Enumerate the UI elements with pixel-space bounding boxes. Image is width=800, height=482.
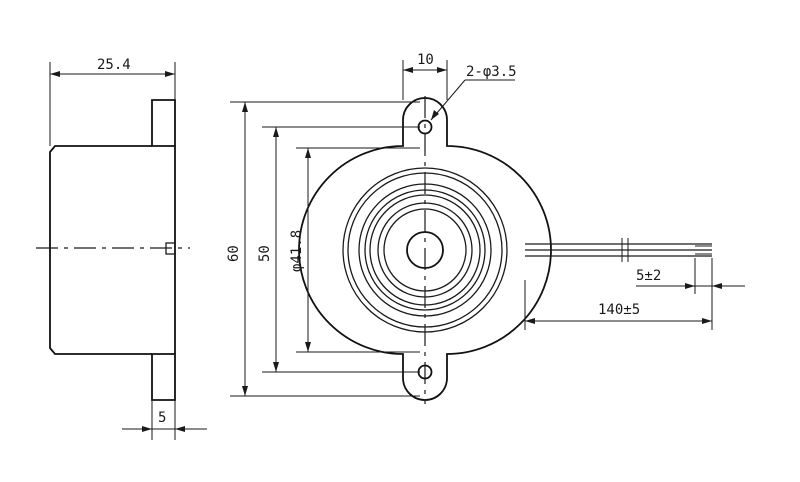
dim-mount-spacing: 50 — [257, 126, 420, 373]
side-view — [36, 99, 190, 401]
dim-side-depth: 25.4 — [49, 57, 176, 146]
dim-body-diameter: φ41.8 — [289, 147, 420, 353]
dim-lead-strip-label: 5±2 — [636, 268, 661, 284]
dim-mount-spacing-label: 50 — [257, 245, 273, 262]
dim-hole-callout-label: 2-φ3.5 — [466, 64, 517, 80]
side-bottom-tab — [151, 353, 176, 401]
dim-overall-height: 60 — [226, 101, 420, 397]
lead-wires — [525, 238, 712, 262]
dim-overall-height-label: 60 — [226, 245, 242, 262]
dim-tab-width-label: 5 — [158, 410, 166, 426]
dim-lead-length: 140±5 — [524, 260, 713, 330]
side-top-tab — [151, 99, 176, 147]
dim-hole-spacing: 10 — [402, 52, 448, 100]
dim-tab-width: 5 — [122, 400, 207, 440]
dim-lead-strip: 5±2 — [636, 258, 745, 294]
dim-side-depth-label: 25.4 — [97, 57, 131, 73]
dim-hole-callout: 2-φ3.5 — [430, 64, 517, 121]
dim-hole-spacing-label: 10 — [417, 52, 434, 68]
front-view — [298, 96, 552, 404]
dim-body-diameter-label: φ41.8 — [289, 230, 305, 272]
front-flange-outline — [298, 97, 552, 401]
side-body-outline — [49, 145, 152, 355]
dim-lead-length-label: 140±5 — [598, 302, 640, 318]
